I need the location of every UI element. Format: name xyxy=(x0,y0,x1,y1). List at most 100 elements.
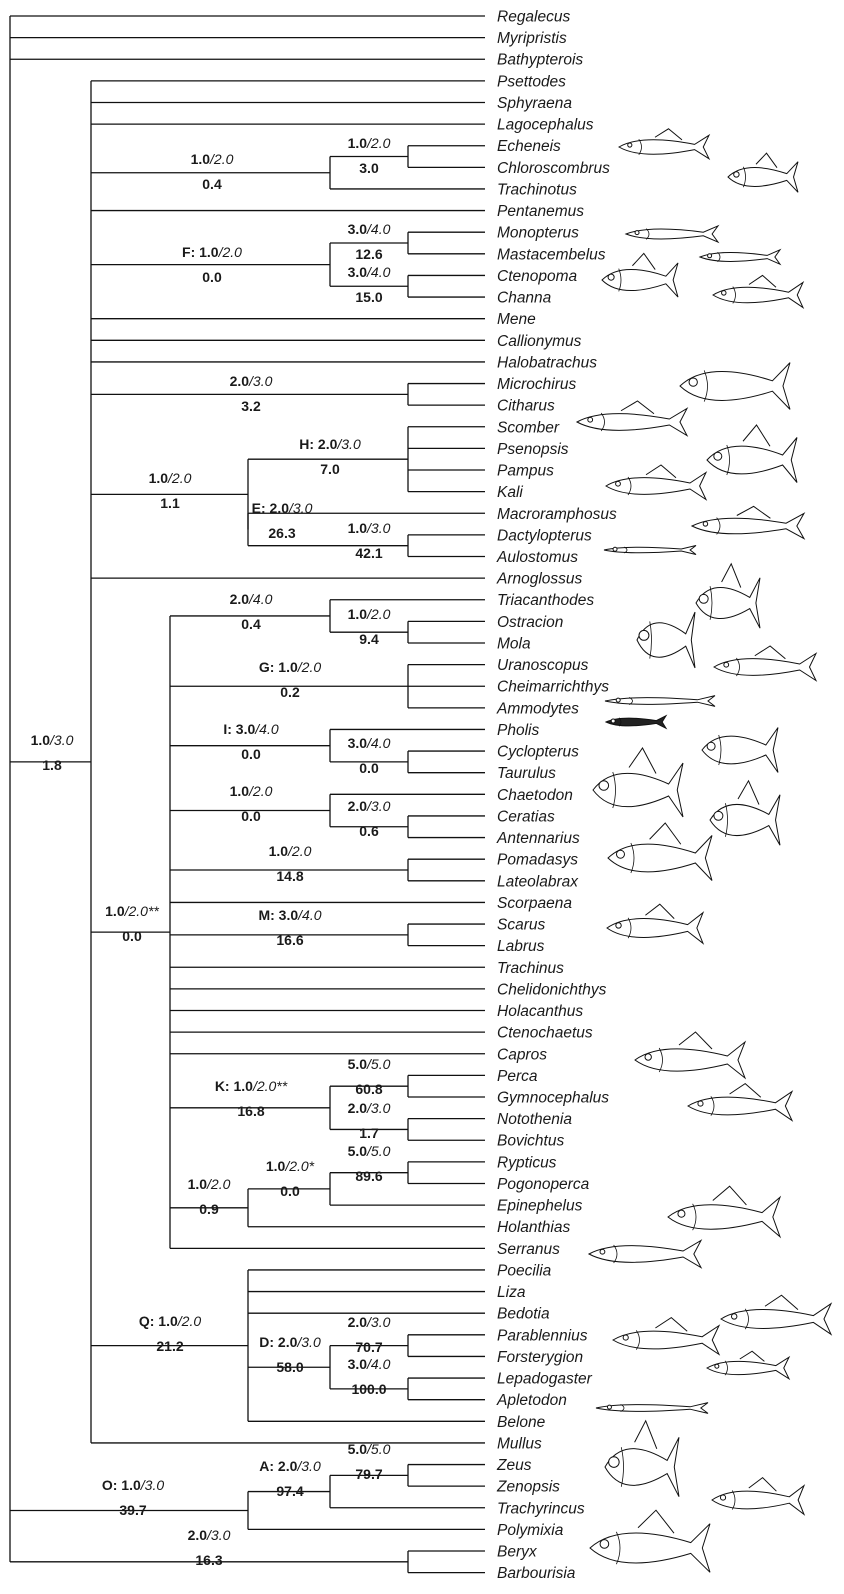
taxon-label-serranus: Serranus xyxy=(497,1241,560,1258)
taxon-label-mullus: Mullus xyxy=(497,1435,542,1452)
taxon-label-lagocephalus: Lagocephalus xyxy=(497,117,594,134)
taxon-label-poecilia: Poecilia xyxy=(497,1262,552,1279)
taxon-label-trachinotus: Trachinotus xyxy=(497,181,577,198)
taxon-label-liza: Liza xyxy=(497,1284,526,1301)
parablennius-fish xyxy=(721,1295,831,1334)
taxon-label-citharus: Citharus xyxy=(497,398,555,415)
taxon-label-trachyrincus: Trachyrincus xyxy=(497,1500,585,1517)
support-M: M: 3.0/4.0 xyxy=(258,907,321,923)
taxon-label-parablennius: Parablennius xyxy=(497,1327,588,1344)
bf-notothenia_pair: 1.7 xyxy=(359,1125,379,1141)
taxon-label-scorpaena: Scorpaena xyxy=(497,895,572,912)
bf-serranid_grp: 0.9 xyxy=(199,1201,219,1217)
scomber-fish xyxy=(577,401,687,436)
taxon-label-pogonoperca: Pogonoperca xyxy=(497,1176,590,1193)
notothenia-fish xyxy=(688,1084,792,1121)
monopterus-eel xyxy=(626,226,718,242)
perca-fish xyxy=(635,1032,745,1078)
bf-dactylopterus_pair: 42.1 xyxy=(355,545,382,561)
taxon-label-aulostomus: Aulostomus xyxy=(496,549,578,566)
taxon-label-ammodytes: Ammodytes xyxy=(496,700,579,717)
taxon-label-ctenochaetus: Ctenochaetus xyxy=(497,1025,593,1042)
pholis-fish xyxy=(606,716,666,729)
chaetodon-fish xyxy=(593,748,683,817)
taxon-label-labrus: Labrus xyxy=(497,938,545,955)
bf-F: 0.0 xyxy=(202,269,222,285)
bf-parablennius_pair: 70.7 xyxy=(355,1339,382,1355)
taxon-label-epinephelus: Epinephelus xyxy=(497,1198,583,1215)
taxon-label-bedotia: Bedotia xyxy=(497,1306,550,1323)
bf-trio_tri: 0.4 xyxy=(241,616,261,632)
support-D: D: 2.0/3.0 xyxy=(259,1334,321,1350)
taxon-label-rypticus: Rypticus xyxy=(497,1154,557,1171)
taxon-label-notothenia: Notothenia xyxy=(497,1111,572,1128)
belone-fish xyxy=(596,1403,708,1414)
bf-chaetodon_grp: 0.0 xyxy=(241,808,261,824)
taxon-label-mola: Mola xyxy=(497,635,531,652)
echeneis-fish xyxy=(619,129,709,159)
taxon-label-apletodon: Apletodon xyxy=(496,1392,567,1409)
bf-E: 26.3 xyxy=(268,525,295,541)
zeus-fish xyxy=(605,1421,679,1497)
taxon-label-ceratias: Ceratias xyxy=(497,808,555,825)
support-G: G: 1.0/2.0 xyxy=(259,659,321,675)
taxon-label-holanthias: Holanthias xyxy=(497,1219,570,1236)
support-perca_pair: 5.0/5.0 xyxy=(348,1056,391,1072)
taxon-label-psenopsis: Psenopsis xyxy=(497,441,569,458)
bf-cyclopterus_pair: 0.0 xyxy=(359,760,379,776)
cyclopterus-fish xyxy=(702,728,778,773)
bf-A: 97.4 xyxy=(276,1483,303,1499)
taxon-label-kali: Kali xyxy=(497,484,523,501)
support-root_main: 1.0/3.0 xyxy=(31,732,74,748)
pomadasys-fish xyxy=(608,823,712,881)
mola-fish xyxy=(637,612,695,668)
support-echeneis_grp: 1.0/2.0 xyxy=(191,151,234,167)
bf-rypticus_grp: 0.0 xyxy=(280,1183,300,1199)
taxon-label-bathypterois: Bathypterois xyxy=(497,52,583,69)
support-H: H: 2.0/3.0 xyxy=(299,436,361,452)
support-K: K: 1.0/2.0** xyxy=(215,1078,288,1094)
taxon-label-myripristis: Myripristis xyxy=(497,30,567,47)
support-he_grp: 1.0/2.0 xyxy=(149,470,192,486)
taxon-label-microchirus: Microchirus xyxy=(497,376,576,393)
beryx-fish xyxy=(590,1510,710,1572)
taxon-label-zeus: Zeus xyxy=(496,1457,532,1474)
bf-O: 39.7 xyxy=(119,1502,146,1518)
support-microchirus_pair: 2.0/3.0 xyxy=(230,373,273,389)
bf-echeneis_pair: 3.0 xyxy=(359,160,379,176)
flatfish xyxy=(680,363,790,410)
taxon-label-zenopsis: Zenopsis xyxy=(496,1479,560,1496)
taxon-label-polymixia: Polymixia xyxy=(497,1522,564,1539)
taxon-label-echeneis: Echeneis xyxy=(497,138,561,155)
taxon-label-psettodes: Psettodes xyxy=(497,73,566,90)
taxon-label-pomadasys: Pomadasys xyxy=(497,852,578,869)
taxon-label-channa: Channa xyxy=(497,290,552,307)
support-rypticus_pair: 5.0/5.0 xyxy=(348,1143,391,1159)
taxon-label-barbourisia: Barbourisia xyxy=(497,1565,576,1582)
support-trio_tri: 2.0/4.0 xyxy=(230,591,273,607)
support-I: I: 3.0/4.0 xyxy=(223,721,278,737)
taxon-label-scarus: Scarus xyxy=(497,917,545,934)
labrus-fish xyxy=(607,904,703,943)
taxon-label-gymnocephalus: Gymnocephalus xyxy=(497,1090,609,1107)
taxon-label-arnoglossus: Arnoglossus xyxy=(496,571,583,588)
taxon-label-dactylopterus: Dactylopterus xyxy=(497,527,592,544)
support-parablennius_pair: 2.0/3.0 xyxy=(348,1314,391,1330)
kali-fish xyxy=(606,465,706,500)
bf-pomadasys_pair: 14.8 xyxy=(276,868,303,884)
support-F: F: 1.0/2.0 xyxy=(182,244,242,260)
bf-D: 58.0 xyxy=(276,1359,303,1375)
bf-ceratias_pair: 0.6 xyxy=(359,823,379,839)
taxon-label-forsterygion: Forsterygion xyxy=(497,1349,583,1366)
poecilia-fish xyxy=(589,1241,701,1268)
bf-perca_pair: 60.8 xyxy=(355,1081,382,1097)
support-pomadasys_pair: 1.0/2.0 xyxy=(269,843,312,859)
bf-big: 0.0 xyxy=(122,928,142,944)
node-support-values: 1.0/3.01.81.0/2.00.41.0/2.03.0F: 1.0/2.0… xyxy=(31,135,391,1568)
taxon-label-mastacembelus: Mastacembelus xyxy=(497,246,606,263)
taxon-label-perca: Perca xyxy=(497,1068,538,1085)
taxon-label-sphyraena: Sphyraena xyxy=(497,95,572,112)
taxon-label-antennarius: Antennarius xyxy=(496,830,580,847)
antennarius-fish xyxy=(710,781,780,845)
support-lepadogaster_pair: 3.0/4.0 xyxy=(348,1356,391,1372)
